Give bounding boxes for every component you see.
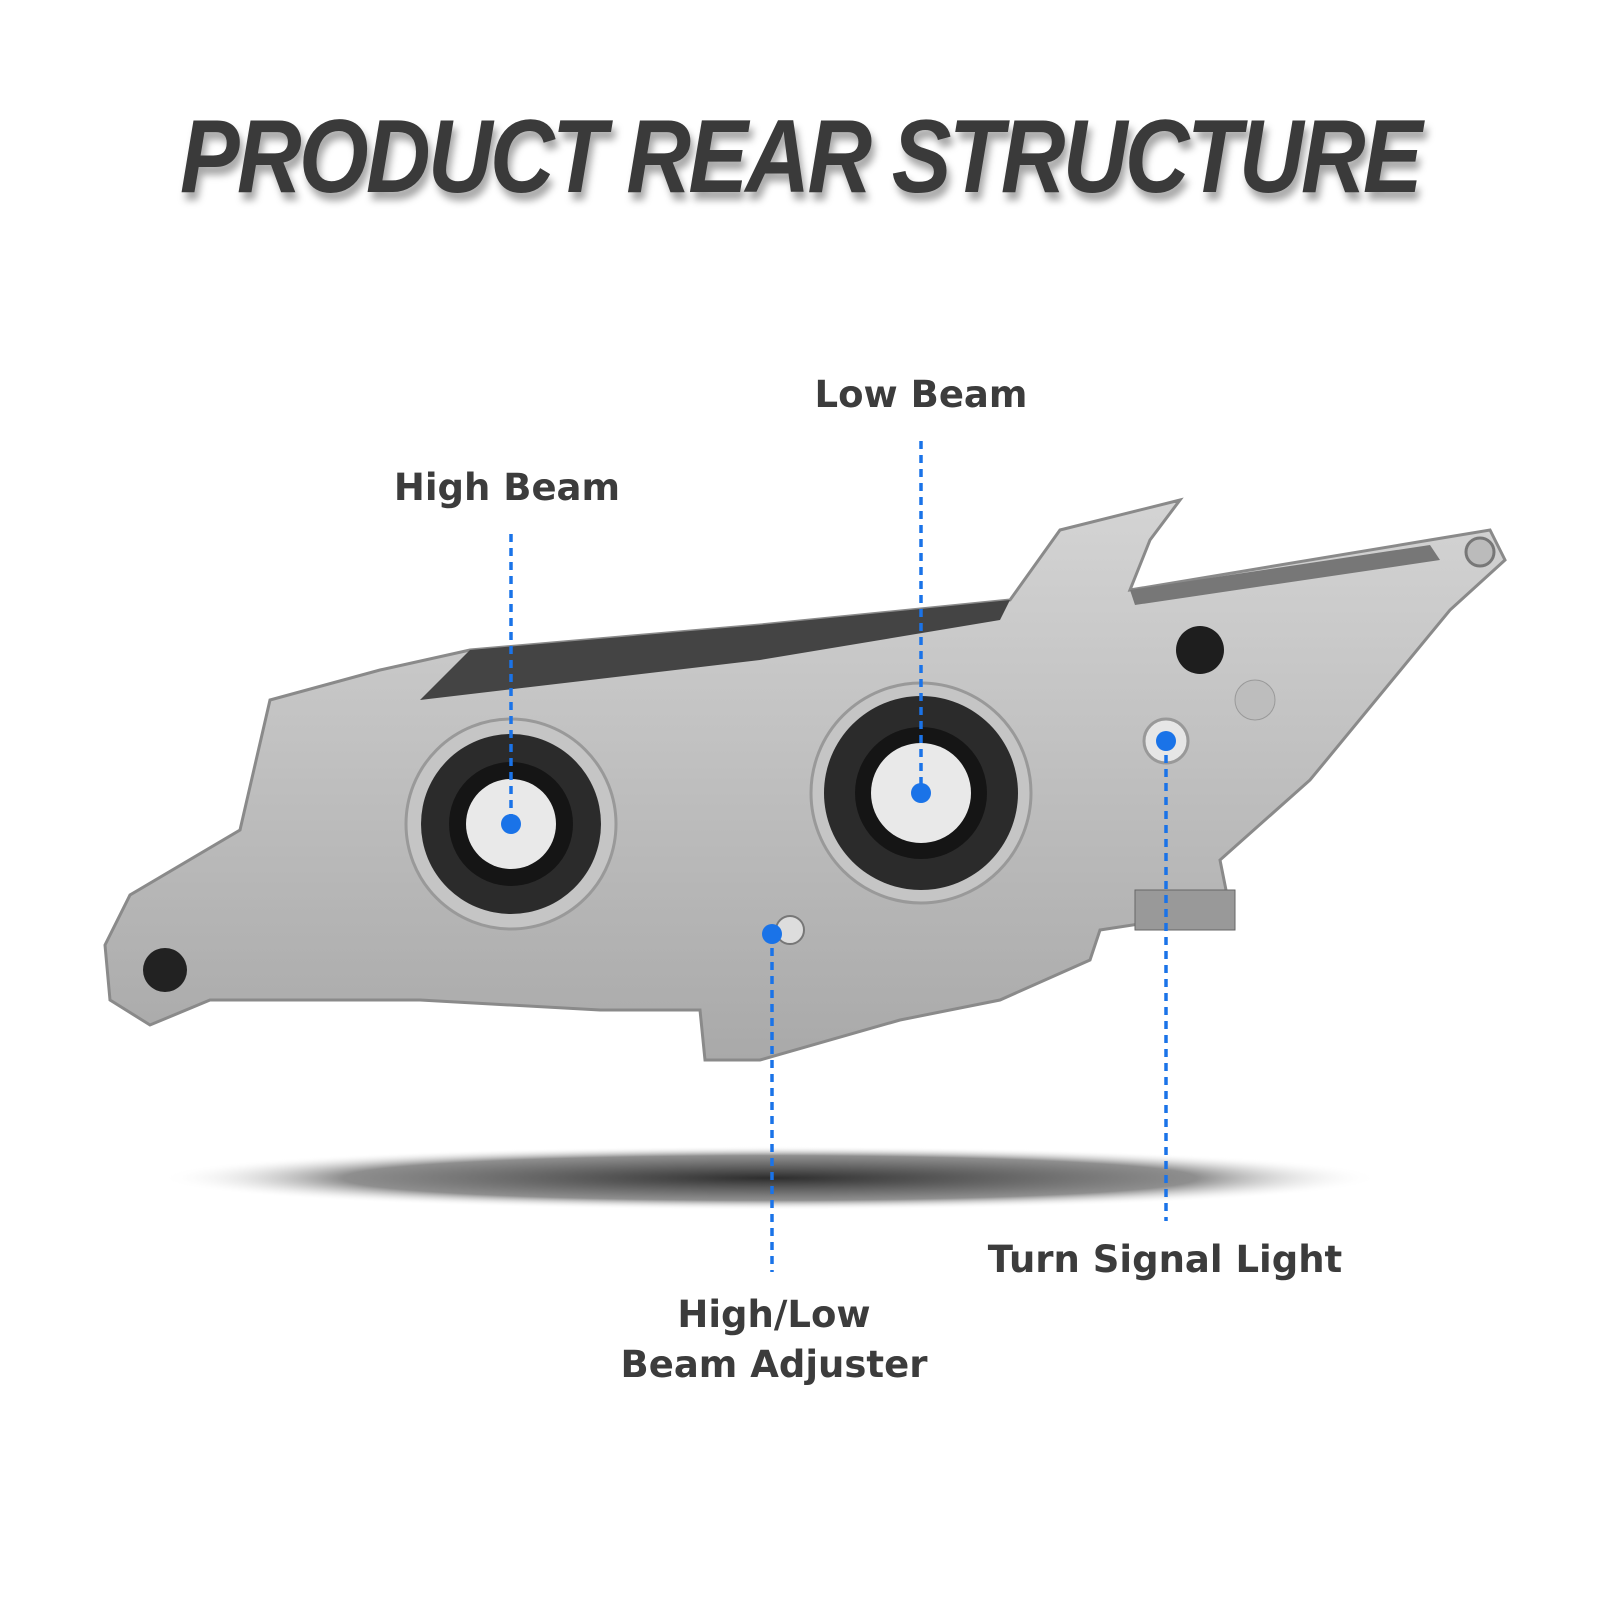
floor-shadow bbox=[160, 1146, 1380, 1210]
adjuster-label-line1: High/Low bbox=[677, 1293, 871, 1336]
low-beam-label: Low Beam bbox=[814, 373, 1028, 416]
adjuster-marker bbox=[762, 924, 782, 944]
low-beam-marker bbox=[911, 783, 931, 803]
headlight-housing bbox=[103, 497, 1507, 1062]
adjuster-label: High/Low Beam Adjuster bbox=[621, 1290, 928, 1390]
page-title: PRODUCT REAR STRUCTURE bbox=[179, 99, 1423, 215]
turn-signal-marker bbox=[1156, 731, 1176, 751]
high-beam-label: High Beam bbox=[393, 466, 621, 509]
turn-signal-label: Turn Signal Light bbox=[987, 1238, 1343, 1281]
callout-lines bbox=[509, 441, 1168, 1272]
adjuster-label-line2: Beam Adjuster bbox=[620, 1343, 928, 1386]
high-beam-marker bbox=[501, 814, 521, 834]
